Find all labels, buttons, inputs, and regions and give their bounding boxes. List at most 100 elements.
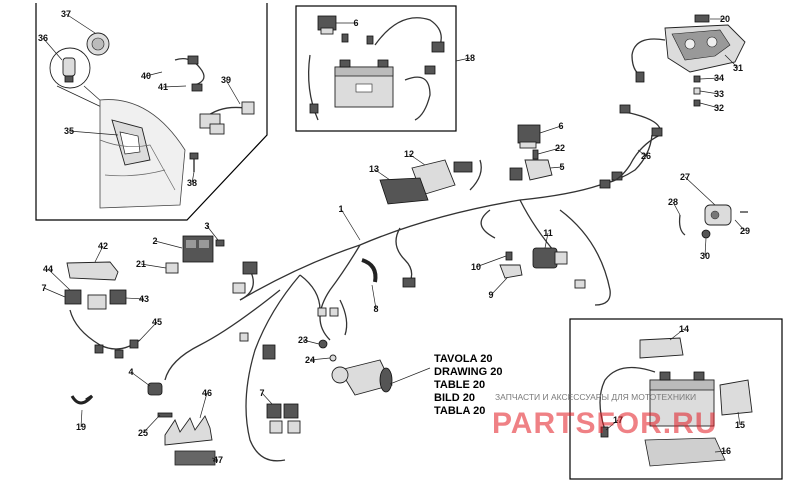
callout-leader [699,77,720,80]
callout-number: 13 [369,164,379,174]
callout-number: 20 [720,14,730,24]
wire-part-45 [69,309,141,359]
callout-leader [539,125,562,134]
callout-leader [206,225,219,241]
callout-leader [261,392,273,405]
callout-leader [537,147,561,155]
callout-leader [684,176,716,206]
callout-number: 6 [353,18,358,28]
cable-part-26 [609,104,663,183]
callout-leader [637,149,647,157]
callout-number: 47 [213,455,223,465]
fastener-top-left [309,103,319,114]
sensor-part-4 [147,382,163,396]
callout-number: 25 [138,428,148,438]
callout-number: 23 [298,335,308,345]
relays-part-43-44 [64,289,127,310]
label-part-20 [694,14,710,23]
callout-leader [704,237,707,257]
callout-leader [130,371,151,387]
callout-number: 8 [373,304,378,314]
bulb-cap-part [86,32,110,56]
callout-leader [145,71,163,77]
callout-leader [714,450,727,453]
inset-frame-battery-bottom [569,318,783,480]
table-ref-line-5: TABLA 20 [434,405,485,417]
callout-number: 15 [735,420,745,430]
inset-frame-headlight [35,3,268,221]
battery-cable-bottom [599,366,656,431]
callout-leader [125,297,145,300]
callout-leader [549,166,563,169]
callout-number: 12 [404,149,414,159]
callout-leader [65,13,96,34]
callout-leader [669,328,685,341]
fuse-box-part-2 [182,235,214,263]
callout-leader [140,263,167,269]
part-21 [165,262,179,274]
callout-number: 39 [221,75,231,85]
callout-leader [80,409,83,428]
connector-center [509,167,523,181]
clip-part-19 [70,394,94,405]
callout-number: 43 [139,294,149,304]
screw-part-10 [505,251,513,261]
callout-leader [302,339,320,345]
starter-motor [331,359,393,396]
coil-part-11 [532,247,568,269]
connector-top-right [431,41,445,53]
callout-leader [490,277,508,296]
dashboard-plug [635,71,645,83]
callout-number: 27 [680,172,690,182]
battery-cable-top-right [374,17,442,46]
nut-part-24 [329,354,337,362]
callout-leader [154,240,183,249]
headlight-fairing [99,99,186,209]
callout-number: 14 [679,324,689,334]
screw-part-38 [189,152,199,172]
strap-part-14 [639,337,684,359]
callout-number: 42 [98,241,108,251]
callout-leader [68,130,119,136]
callout-leader [162,85,187,88]
callout-number: 35 [64,126,74,136]
callout-number: 16 [721,446,731,456]
callout-number: 22 [555,143,565,153]
bracket-part-5 [524,159,553,181]
main-wiring-harness [164,134,653,462]
callout-leader [408,153,426,166]
callout-leader [544,232,549,249]
callout-number: 33 [714,89,724,99]
callout-number: 38 [187,178,197,188]
table-ref-line-1: TAVOLA 20 [434,353,492,365]
callout-number: 7 [259,388,264,398]
terminal-part-17 [600,426,609,438]
callout-leader [94,245,104,263]
callout-leader [139,321,158,341]
callout-number: 37 [61,9,71,19]
callout-leader [191,171,195,184]
callout-leader [605,419,619,431]
pad-part-15 [719,379,753,416]
callout-number: 5 [559,162,564,172]
callout-number: 46 [202,388,212,398]
callout-layer: 1234566778910111213141516171819202122232… [38,9,750,465]
callout-number: 17 [613,415,623,425]
battery-cable-top-lower [404,76,431,121]
battery-part-16 [644,371,726,467]
clip-part-8 [361,258,378,283]
table-ref-line-3: TABLE 20 [434,379,485,391]
callout-number: 19 [76,422,86,432]
callout-number: 9 [488,290,493,300]
callout-number: 6 [558,121,563,131]
callout-number: 44 [43,264,53,274]
dashboard-part-31 [664,24,746,73]
callout-number: 41 [158,82,168,92]
callout-number: 1 [338,204,343,214]
bulb-circle-inset [49,47,91,89]
battery-part-top [334,59,394,108]
connector-part-39 [199,101,255,135]
watermark-caption: ЗАПЧАСТИ И АКСЕССУАРЫ ДЛЯ МОТОТЕХНИКИ [495,392,696,402]
